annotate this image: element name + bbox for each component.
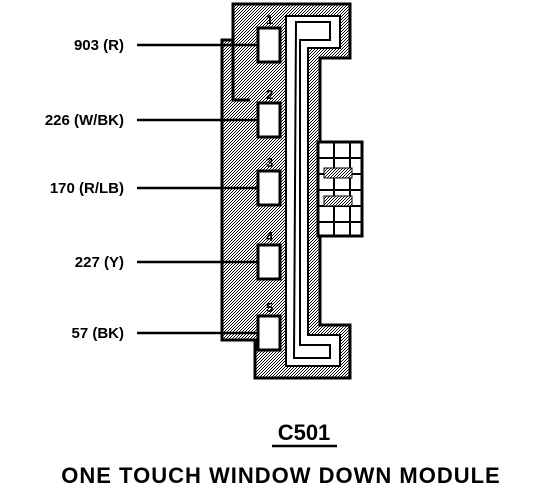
module-name: ONE TOUCH WINDOW DOWN MODULE: [61, 463, 500, 488]
connector-id: C501: [278, 420, 331, 445]
circuit-label-3: 170 (R/LB): [50, 180, 124, 197]
circuit-label-2: 226 (W/BK): [45, 112, 124, 129]
circuit-label-5: 57 (BK): [71, 325, 124, 342]
wire-leads: [137, 43, 258, 335]
pin-number-1: 1: [266, 12, 273, 27]
circuit-label-1: 903 (R): [74, 37, 124, 54]
pin-terminals: [256, 26, 282, 352]
pin-number-2: 2: [266, 87, 273, 102]
pin-number-5: 5: [266, 300, 273, 315]
locking-tab: [316, 140, 364, 238]
circuit-label-4: 227 (Y): [75, 254, 124, 271]
pin-terminal-4: [256, 243, 282, 281]
connector-inner-channel-line: [292, 21, 331, 359]
pin-terminal-2: [256, 101, 282, 139]
pin-number-3: 3: [266, 155, 273, 170]
pin-terminal-3: [256, 169, 282, 207]
pin-number-4: 4: [266, 229, 274, 244]
pin-terminal-5: [256, 314, 282, 352]
pin-terminal-1: [256, 26, 282, 64]
connector-bracket: [231, 40, 250, 102]
